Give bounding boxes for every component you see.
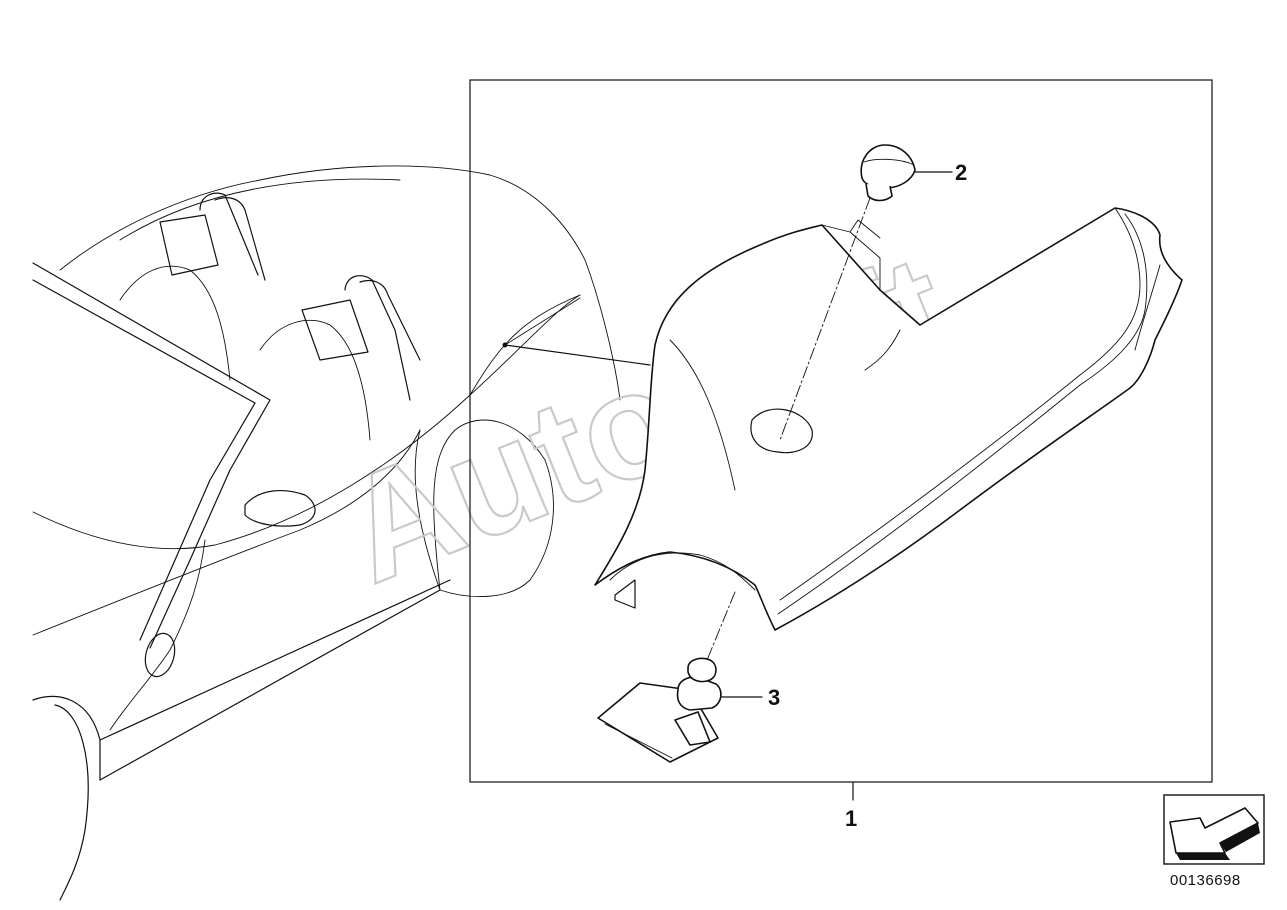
car-outline <box>32 165 651 901</box>
document-number: 00136698 <box>1170 872 1241 889</box>
callout-1: 1 <box>845 806 857 831</box>
clip-fastener-part: 3 <box>597 657 780 763</box>
trim-panel-part <box>594 197 1183 666</box>
parts-frame <box>469 79 1213 783</box>
callout-2: 2 <box>955 160 967 185</box>
callout-3: 3 <box>768 685 780 710</box>
cap-button-part: 2 <box>860 144 967 202</box>
callout-1-group: 1 <box>845 781 857 831</box>
arrow-down-left-icon <box>1163 794 1265 865</box>
